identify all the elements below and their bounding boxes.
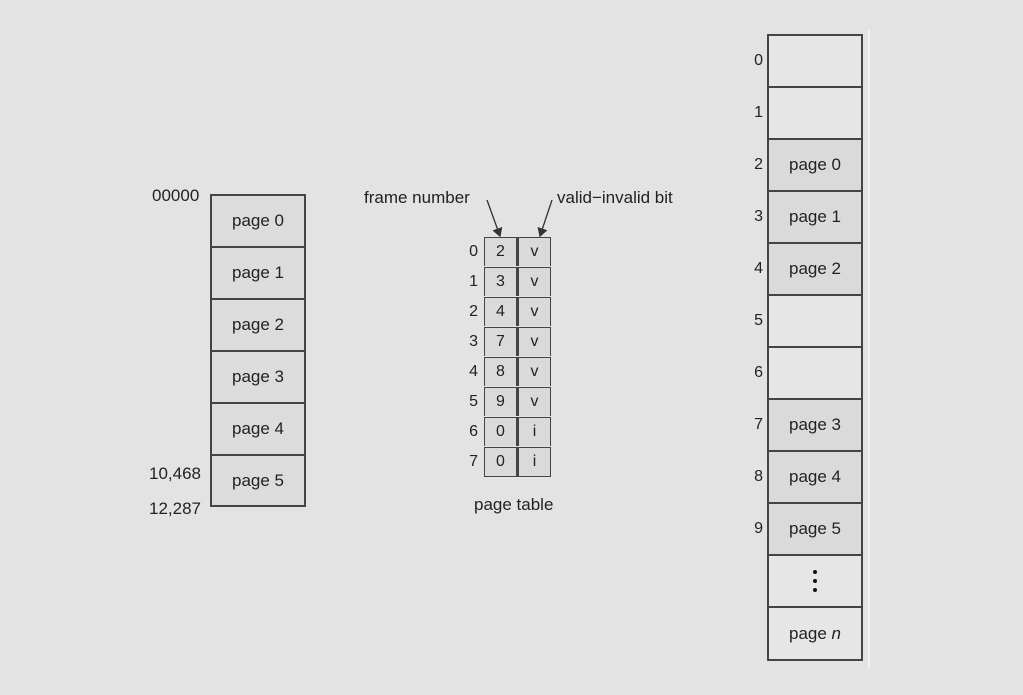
bit-cell: v: [517, 327, 551, 356]
frame-cell: 0: [484, 417, 517, 446]
logical-page: page 2: [210, 300, 306, 352]
page-table-row: 7 0 i: [469, 447, 551, 477]
frame-index: 6: [754, 364, 763, 381]
frame-number-arrow: [486, 199, 503, 238]
frame: 1: [754, 88, 863, 140]
page-table-row: 1 3 v: [469, 267, 551, 297]
frame-ellipsis: [767, 556, 863, 608]
valid-invalid-arrow: [537, 199, 553, 238]
frame-index: 7: [754, 416, 763, 433]
frame-index: 3: [754, 208, 763, 225]
page-table-row: 4 8 v: [469, 357, 551, 387]
frame-content: page 5: [789, 519, 841, 538]
logical-page: page 5: [210, 456, 306, 507]
bit-cell: v: [517, 237, 551, 266]
page-table-caption: page table: [474, 495, 554, 514]
valid-invalid-label: valid−invalid bit: [557, 188, 673, 207]
logical-page: page 0: [210, 194, 306, 248]
frame-content: page n: [788, 623, 842, 643]
frame: 4 page 2: [754, 244, 863, 296]
bit-cell: i: [517, 417, 551, 446]
frame-cell: 0: [484, 447, 517, 477]
frame-content: page 2: [789, 259, 841, 278]
frame-index: 1: [754, 104, 763, 121]
frame-content: page 1: [789, 207, 841, 226]
row-index: 3: [469, 333, 478, 350]
row-index: 7: [469, 453, 478, 470]
logical-page: page 3: [210, 352, 306, 404]
page-table-row: 0 2 v: [469, 237, 551, 267]
frame: 2 page 0: [754, 140, 863, 192]
page-table: 0 2 v 1 3 v 2 4 v 3 7 v 4 8 v 5 9 v 6 0 …: [469, 237, 551, 477]
frame-cell: 2: [484, 237, 517, 266]
frame-cell: 7: [484, 327, 517, 356]
bit-cell: i: [517, 447, 551, 477]
frame-index: 4: [754, 260, 763, 277]
frame-cell: 3: [484, 267, 517, 296]
frame-cell: 9: [484, 387, 517, 416]
frame: 3 page 1: [754, 192, 863, 244]
row-index: 2: [469, 303, 478, 320]
bit-cell: v: [517, 267, 551, 296]
frame-index: 9: [754, 520, 763, 537]
logical-page: page 1: [210, 248, 306, 300]
row-index: 5: [469, 393, 478, 410]
bit-cell: v: [517, 357, 551, 386]
logical-memory: page 0 page 1 page 2 page 3 page 4 page …: [210, 194, 306, 507]
address-page5-label: 10,468: [149, 464, 201, 483]
row-index: 6: [469, 423, 478, 440]
frame-index: 2: [754, 156, 763, 173]
frame: 8 page 4: [754, 452, 863, 504]
frame-content: page 0: [789, 155, 841, 174]
address-bottom-label: 12,287: [149, 499, 201, 518]
row-index: 0: [469, 243, 478, 260]
vertical-ellipsis-icon: [813, 570, 817, 592]
frame-index: 5: [754, 312, 763, 329]
page-table-row: 5 9 v: [469, 387, 551, 417]
frame-cell: 4: [484, 297, 517, 326]
frame-number-label: frame number: [364, 188, 470, 207]
frame: 0: [754, 34, 863, 88]
frame: 6: [754, 348, 863, 400]
page-table-row: 2 4 v: [469, 297, 551, 327]
row-index: 4: [469, 363, 478, 380]
logical-page: page 4: [210, 404, 306, 456]
frame: 7 page 3: [754, 400, 863, 452]
page-table-row: 6 0 i: [469, 417, 551, 447]
frame: 9 page 5: [754, 504, 863, 556]
frame-index: 8: [754, 468, 763, 485]
bit-cell: v: [517, 297, 551, 326]
frame-cell: 8: [484, 357, 517, 386]
frame-content: page 3: [789, 415, 841, 434]
frame-index: 0: [754, 52, 763, 69]
physical-memory-edge: [868, 30, 870, 668]
frame-content: page 4: [789, 467, 841, 486]
bit-cell: v: [517, 387, 551, 416]
page-table-row: 3 7 v: [469, 327, 551, 357]
address-top-label: 00000: [152, 186, 200, 205]
frame: 5: [754, 296, 863, 348]
frame-last: page n: [767, 608, 863, 661]
row-index: 1: [469, 273, 478, 290]
